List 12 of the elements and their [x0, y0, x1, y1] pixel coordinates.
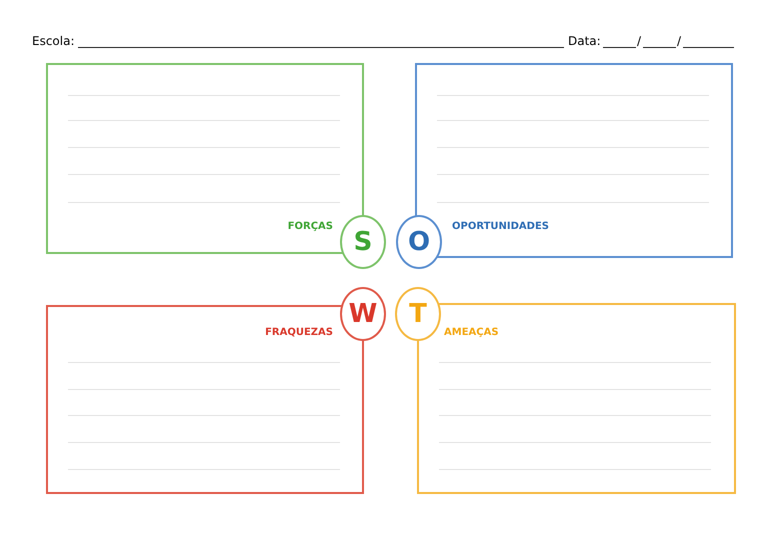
quadrant-title: OPORTUNIDADES: [452, 221, 549, 232]
date-separator: /: [637, 34, 642, 48]
quadrant-title: FORÇAS: [288, 221, 333, 232]
letter-circle: T: [395, 287, 441, 341]
quadrant-title: AMEAÇAS: [444, 327, 499, 338]
letter-circle: S: [340, 215, 386, 269]
field-label: Escola:: [32, 34, 75, 48]
letter-circle: O: [396, 215, 442, 269]
letter-circle: W: [340, 287, 386, 341]
date-separator: /: [677, 34, 682, 48]
field-label: Data:: [568, 34, 601, 48]
quadrant-title: FRAQUEZAS: [265, 327, 333, 338]
